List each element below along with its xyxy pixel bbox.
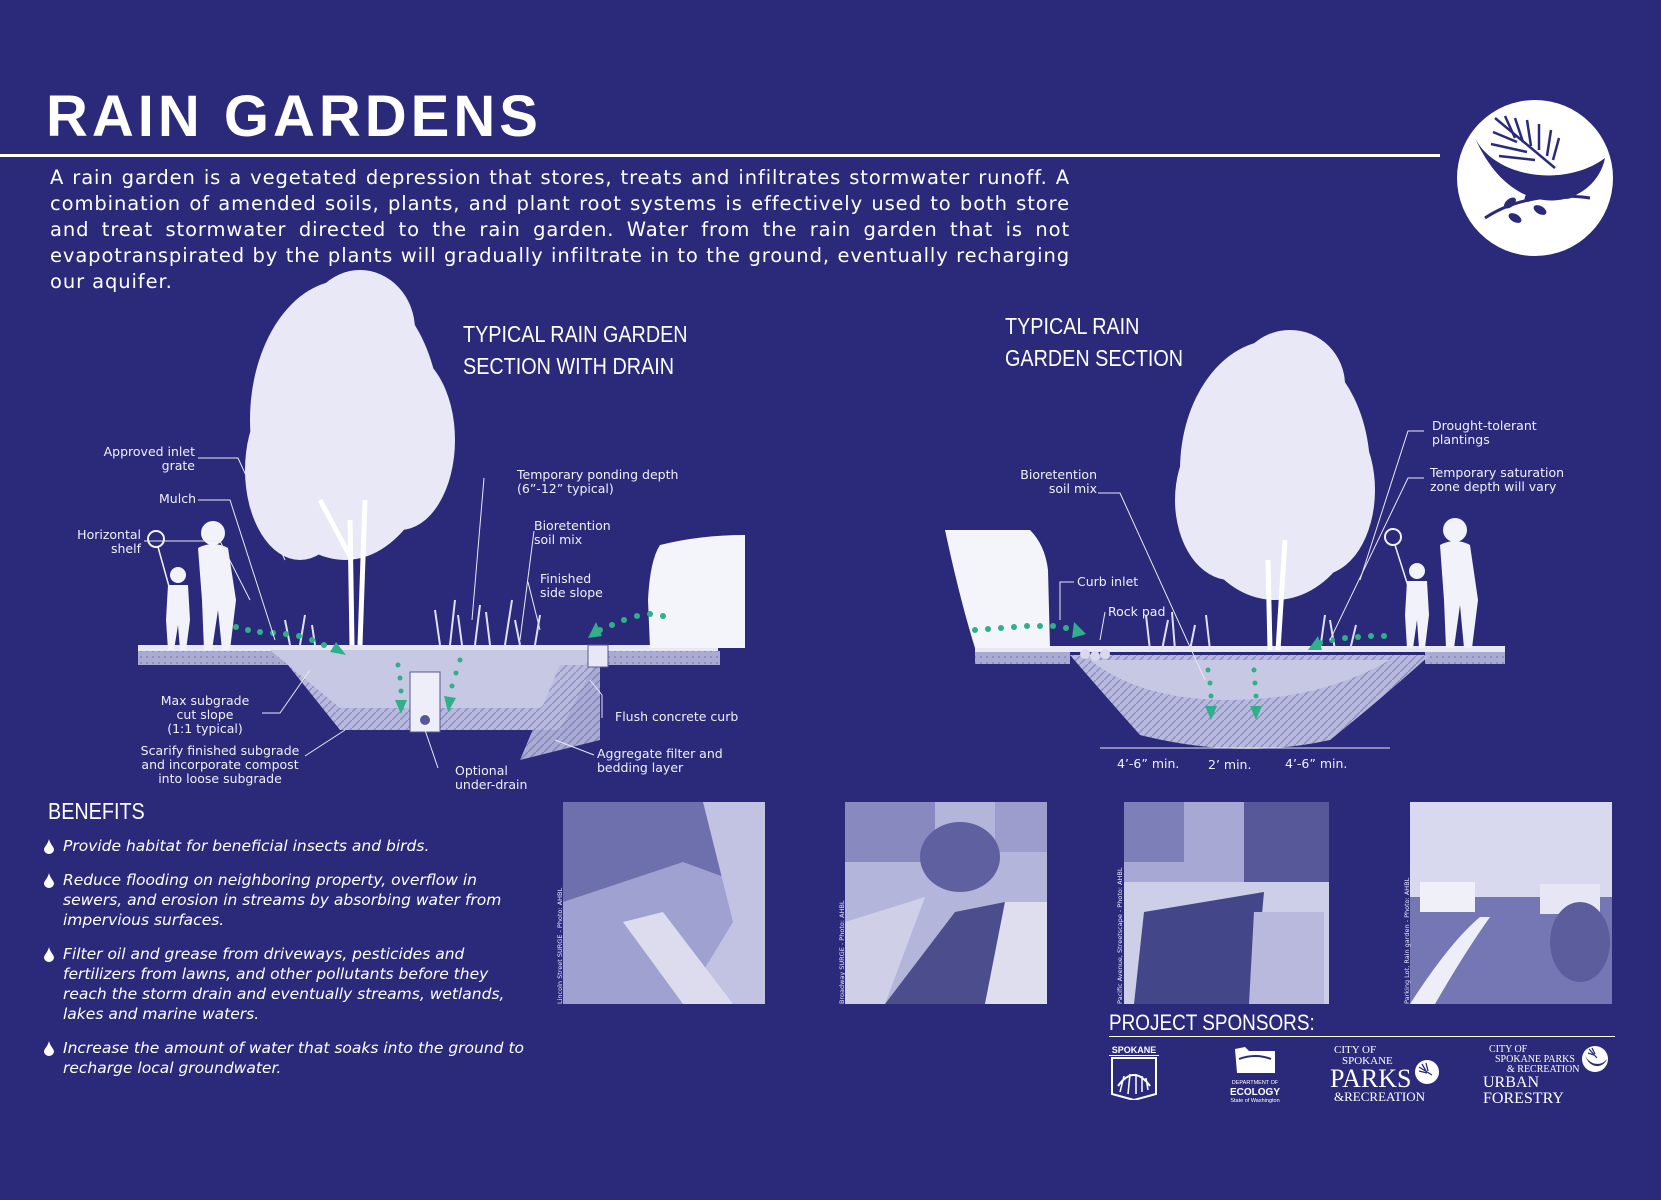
right-section-drawing bbox=[945, 330, 1505, 749]
benefit-item: Increase the amount of water that soaks … bbox=[44, 1038, 534, 1078]
spokane-falls-icon bbox=[1111, 1057, 1157, 1102]
benefit-item: Reduce flooding on neighboring property,… bbox=[44, 870, 534, 930]
spokane-parks-logo: CITY OF SPOKANE PARKS &RECREATION bbox=[1330, 1045, 1440, 1103]
title-rule bbox=[0, 154, 1440, 157]
photo-lincoln-street bbox=[563, 802, 765, 1004]
right-section-title: TYPICAL RAIN GARDEN SECTION bbox=[1005, 313, 1184, 371]
dimension-center: 2’ min. bbox=[1208, 757, 1252, 772]
label-rock-pad: Rock pad bbox=[1108, 604, 1166, 619]
ecology-logo: DEPARTMENT OF ECOLOGY State of Washingto… bbox=[1220, 1045, 1290, 1105]
urban-forestry-emblem-icon bbox=[1457, 100, 1613, 256]
benefits-list: Provide habitat for beneficial insects a… bbox=[44, 836, 534, 1092]
forestry-emblem-icon bbox=[1582, 1046, 1608, 1072]
water-drop-icon bbox=[44, 839, 54, 854]
parks-emblem-icon bbox=[1415, 1060, 1439, 1084]
page-title: RAIN GARDENS bbox=[46, 84, 542, 149]
photo-caption: Lincoln Street SURGE - Photo: AHBL bbox=[556, 887, 564, 1004]
photo-caption: Parking Lot, Rain garden - Photo: AHBL bbox=[1403, 877, 1411, 1004]
label-ponding-depth: Temporary ponding depth(6”-12” typical) bbox=[517, 467, 679, 496]
photo-pacific-avenue bbox=[1124, 802, 1329, 1004]
benefit-item: Filter oil and grease from driveways, pe… bbox=[44, 944, 534, 1024]
washington-state-icon bbox=[1235, 1047, 1275, 1073]
dimension-left: 4’-6” min. bbox=[1117, 756, 1180, 771]
photo-parking-lot bbox=[1410, 802, 1612, 1004]
left-section-drawing bbox=[138, 270, 745, 769]
city-of-spokane-logo: SPOKANE bbox=[1109, 1045, 1159, 1105]
intro-paragraph: A rain garden is a vegetated depression … bbox=[50, 166, 1070, 293]
water-drop-icon bbox=[44, 1041, 54, 1056]
sponsors-heading: PROJECT SPONSORS: bbox=[1109, 1010, 1315, 1035]
urban-forestry-logo: CITY OF SPOKANE PARKS & RECREATION URBAN… bbox=[1483, 1045, 1618, 1107]
left-section-title: TYPICAL RAIN GARDEN SECTION WITH DRAIN bbox=[463, 321, 688, 379]
benefits-heading: BENEFITS bbox=[48, 798, 145, 824]
photo-caption: Broadway SURGE - Photo: AHBL bbox=[838, 900, 846, 1004]
dimension-right: 4’-6” min. bbox=[1285, 756, 1348, 771]
water-drop-icon bbox=[44, 873, 54, 888]
benefit-item: Provide habitat for beneficial insects a… bbox=[44, 836, 534, 856]
label-mulch: Mulch bbox=[159, 491, 196, 506]
sponsors-rule bbox=[1109, 1036, 1615, 1037]
label-flush-curb: Flush concrete curb bbox=[615, 709, 739, 724]
water-drop-icon bbox=[44, 947, 54, 962]
photo-caption: Pacific Avenue, Streetscape - Photo: AHB… bbox=[1116, 867, 1124, 1004]
label-curb-inlet: Curb inlet bbox=[1077, 574, 1139, 589]
photo-broadway bbox=[845, 802, 1047, 1004]
